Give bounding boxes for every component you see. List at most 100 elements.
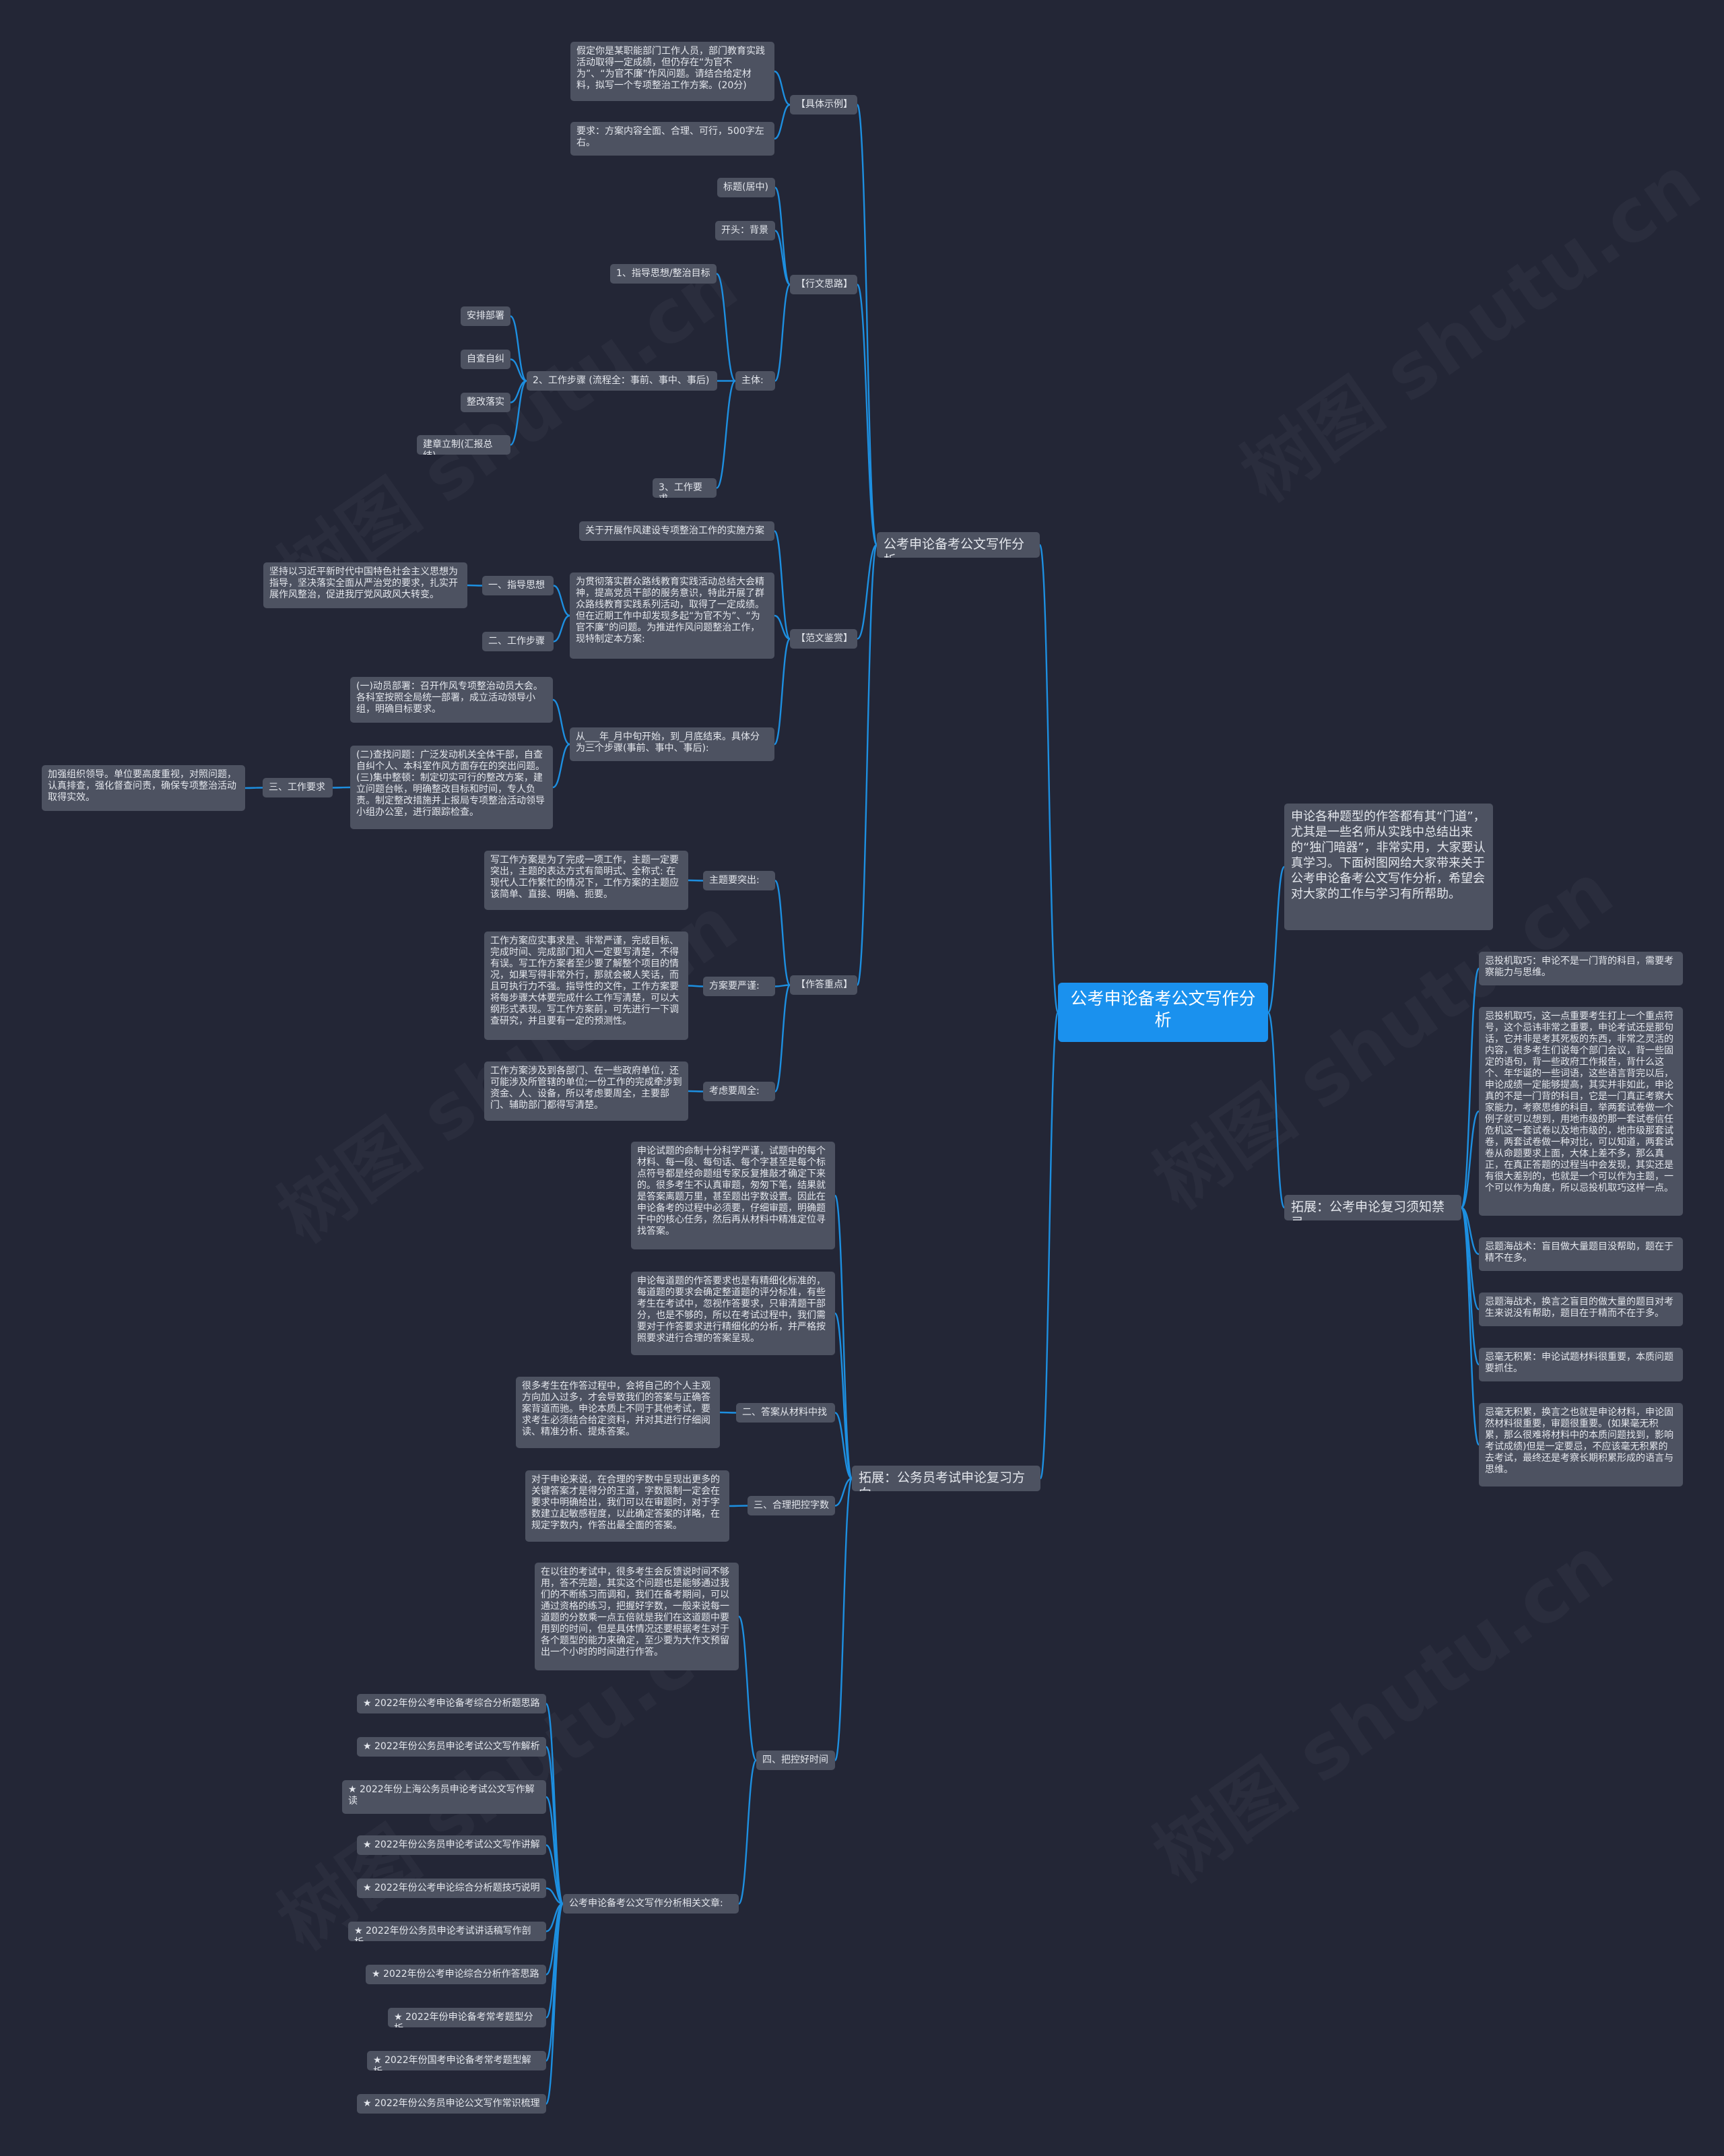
topic-node-b1b3a[interactable]: 1、指导思想/整治目标 [610,264,717,284]
topic-node-r2b[interactable]: 忌投机取巧，这一点重要考生打上一个重点符号，这个忌讳非常之重要，申论考试还是那句… [1479,1007,1683,1216]
connector-line [834,1194,853,1480]
topic-node-b1d2[interactable]: 方案要严谨: [703,977,775,996]
topic-node-b1c3a[interactable]: (一)动员部署：召开作风专项整治动员大会。各科室按照全局统一部署，成立活动领导小… [350,677,553,723]
topic-node-b1b1[interactable]: 标题(居中) [717,178,775,197]
topic-node-r2e[interactable]: 忌毫无积累：申论试题材料很重要，本质问题要抓住。 [1479,1348,1683,1381]
connector-line [1038,544,1059,1014]
topic-node-l09[interactable]: ★ 2022年份国考申论备考常考题型解析 [367,2051,546,2070]
connector-line [552,743,570,789]
connector-line [715,380,737,489]
topic-node-b2e[interactable]: 四、把控好时间 [756,1751,835,1770]
topic-node-l03[interactable]: ★ 2022年份上海公务员申论考试公文写作解读 [342,1780,546,1814]
topic-node-b1b3b[interactable]: 2、工作步骤 (流程全：事前、事中、事后) [527,371,717,391]
connector-line [510,380,527,446]
topic-node-b1c3[interactable]: 从___年_月中旬开始，到_月底结束。具体分为三个步骤(事前、事中、事后): [570,727,774,761]
connector-line [737,1615,758,1761]
topic-node-b1a2[interactable]: 要求：方案内容全面、合理、可行，500字左右。 [570,122,774,156]
connector-line [774,187,791,286]
connector-line [856,544,878,986]
connector-line [774,984,791,1092]
topic-node-b1a1[interactable]: 假定你是某职能部门工作人员，部门教育实践活动取得一定成绩，但仍存在“为官不为”、… [570,42,774,101]
connector-line [715,273,737,382]
connector-line [774,104,791,140]
topic-node-b2c1[interactable]: 很多考生在作答过程中，会将自己的个人主观方向加入过多，才会导致我们的答案与正确答… [516,1377,720,1448]
connector-line [834,1312,853,1480]
connector-line [737,1759,758,1905]
topic-node-b1d1a[interactable]: 写工作方案是为了完成一项工作，主题一定要突出，主题的表达方式有简明式、全称式: … [484,851,688,910]
connector-line [774,284,791,382]
topic-node-b1a[interactable]: 【具体示例】 [790,95,857,115]
topic-node-b1c3b1a[interactable]: 加强组织领导。单位要高度重视，对照问题，认真排查，强化督查问责，确保专项整治活动… [42,765,245,811]
topic-node-b2[interactable]: 拓展：公务员考试申论复习方向 [852,1466,1040,1491]
topic-node-b1c[interactable]: 【范文鉴赏】 [790,629,857,649]
topic-node-b1b3b2[interactable]: 自查自纠 [461,350,510,369]
topic-node-b2a[interactable]: 申论试题的命制十分科学严谨，试题中的每个材料、每一段、每句话、每个字甚至是每个标… [631,1142,835,1249]
topic-node-l06[interactable]: ★ 2022年份公务员申论考试讲话稿写作剖析 [348,1922,546,1941]
connector-line [774,614,791,640]
topic-node-b2e2[interactable]: 公考申论备考公文写作分析相关文章: [563,1894,739,1914]
topic-node-r1[interactable]: 申论各种题型的作答都有其“门道”，尤其是一些名师从实践中总结出来的“独门暗器”，… [1284,804,1493,930]
connector-line [545,1796,564,1905]
topic-node-b1d1[interactable]: 主题要突出: [703,871,775,890]
topic-node-b1c2a[interactable]: 一、指导思想 [482,576,554,595]
topic-node-b1c2a1[interactable]: 坚持以习近平新时代中国特色社会主义思想为指导，坚决落实全面从严治党的要求，扎实开… [263,562,467,608]
connector-line [244,787,263,789]
topic-node-l07[interactable]: ★ 2022年份公考申论综合分析作答思路 [366,1965,546,1984]
topic-node-b1c3b1[interactable]: 三、工作要求 [263,778,333,797]
topic-node-l08[interactable]: ★ 2022年份申论备考常考题型分析 [388,2008,546,2027]
connector-line [332,786,351,789]
topic-node-b1b2[interactable]: 开头：背景 [715,221,775,240]
connector-line [729,1505,748,1507]
topic-node-r2f[interactable]: 忌毫无积累，换言之也就是申论材料，申论固然材料很重要，审题很重要。(如果毫无积累… [1479,1403,1683,1487]
connector-line [553,614,570,643]
topic-node-r2a[interactable]: 忌投机取巧：申论不是一门背的科目，需要考察能力与思维。 [1479,952,1683,985]
topic-node-b1c2b[interactable]: 二、工作步骤 [482,632,554,651]
topic-node-b2c[interactable]: 二、答案从材料中找 [736,1403,835,1423]
topic-node-b1d3a[interactable]: 工作方案涉及到各部门、在一些政府单位，还可能涉及所管辖的单位;一份工作的完成牵涉… [484,1061,688,1121]
connector-line [834,1412,853,1480]
topic-node-l05[interactable]: ★ 2022年份公考申论综合分析题技巧说明 [357,1879,546,1898]
connector-line [856,284,878,546]
topic-node-l10[interactable]: ★ 2022年份公务员申论公文写作常识梳理 [357,2094,546,2114]
topic-node-b1[interactable]: 公考申论备考公文写作分析 [877,532,1040,558]
topic-node-b1d[interactable]: 【作答重点】 [790,975,857,995]
topic-node-r2c[interactable]: 忌题海战术：盲目做大量题目没帮助，题在于精不在多。 [1479,1237,1683,1271]
topic-node-b2d1[interactable]: 对于申论来说，在合理的字数中呈现出更多的关键答案才是得分的王道，字数限制一定会在… [525,1470,729,1542]
topic-node-r2d[interactable]: 忌题海战术，换言之盲目的做大量的题目对考生来说没有帮助，题目在于精而不在于多。 [1479,1293,1683,1326]
topic-node-b2e1[interactable]: 在以往的考试中，很多考生会反馈说时间不够用，答不完题，其实这个问题也是能够通过我… [535,1563,739,1670]
topic-node-b2b[interactable]: 申论每道题的作答要求也是有精细化标准的，每道题的要求会确定整道题的评分标准，有些… [631,1272,835,1355]
connector-line [856,544,878,640]
connector-line [552,698,570,746]
connector-line [545,1844,564,1905]
root-node[interactable]: 公考申论备考公文写作分析 [1058,983,1268,1042]
topic-node-l04[interactable]: ★ 2022年份公务员申论考试公文写作讲解 [357,1835,546,1855]
connector-line [688,985,704,987]
connector-line [774,984,791,987]
topic-node-b1b3c[interactable]: 3、工作要求 [653,478,717,498]
topic-node-l01[interactable]: ★ 2022年份公考申论备考综合分析题思路 [357,1694,546,1713]
connector-line [1460,1206,1480,1446]
topic-node-b1b[interactable]: 【行文思路】 [790,275,857,294]
topic-node-b1c1[interactable]: 关于开展作风建设专项整治工作的实施方案 [579,521,774,541]
topic-node-b1d3[interactable]: 考虑要周全: [703,1082,775,1101]
topic-node-b1b3b4[interactable]: 建章立制(汇报总结) [417,435,510,455]
connector-line [1460,1110,1480,1209]
connector-line [774,230,791,286]
connector-line [1039,1011,1059,1480]
topic-node-b1b3b3[interactable]: 整改落实 [461,393,510,412]
connector-line [834,1477,853,1507]
topic-node-b1b3[interactable]: 主体: [735,371,775,391]
topic-node-b1c3b[interactable]: (二)查找问题：广泛发动机关全体干部，自查自纠个人、本科室作风方面存在的突出问题… [350,746,553,829]
connector-line [688,879,704,882]
topic-node-l02[interactable]: ★ 2022年份公务员申论考试公文写作解析 [357,1737,546,1757]
topic-node-b1c2[interactable]: 为贯彻落实群众路线教育实践活动总结大会精神，提高党员干部的服务意识，特此开展了群… [570,573,774,659]
topic-node-b2d[interactable]: 三、合理把控字数 [748,1496,835,1515]
connector-line [773,638,791,746]
topic-node-b1b3b1[interactable]: 安排部署 [461,306,510,326]
connector-line [510,358,527,382]
connector-line [545,1887,564,1905]
topic-node-b1d2a[interactable]: 工作方案应实事求是、非常严谨，完成目标、完成时间、完成部门和人一定要写清楚，不得… [484,932,688,1040]
